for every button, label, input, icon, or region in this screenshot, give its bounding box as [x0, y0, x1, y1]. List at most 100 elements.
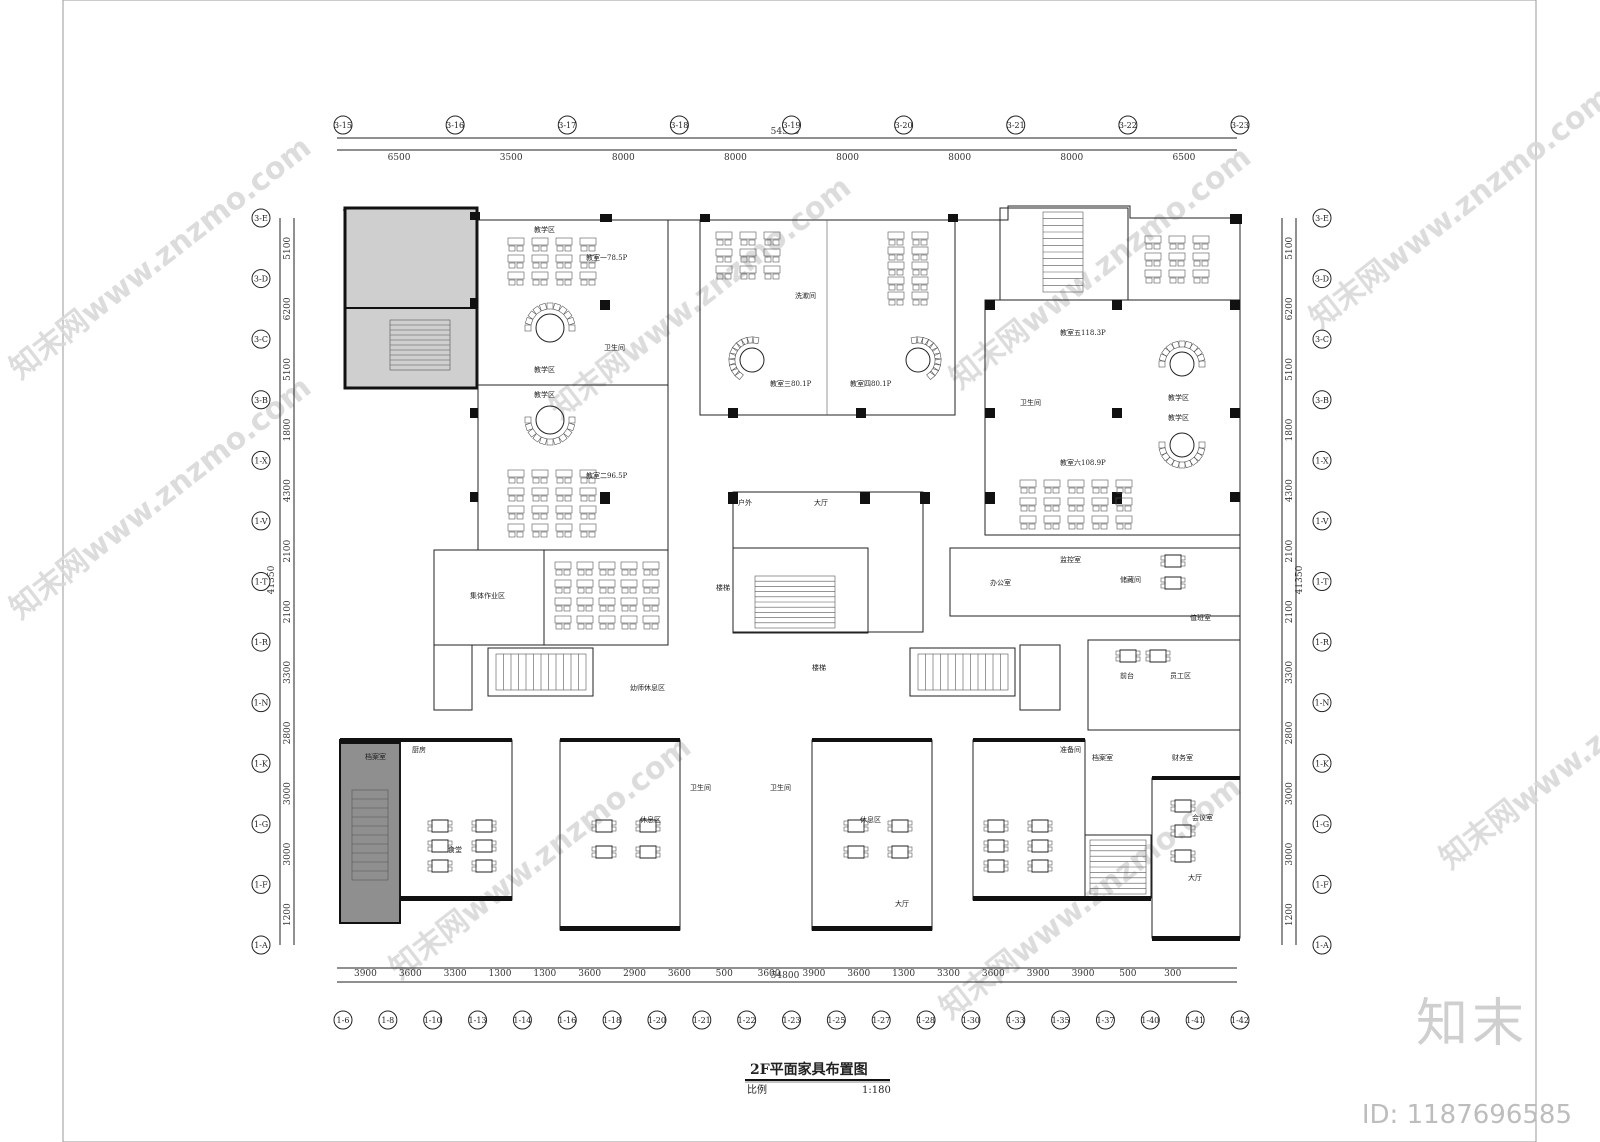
- chair: [635, 852, 641, 858]
- chair: [1116, 487, 1124, 494]
- axis-label: 1-22: [738, 1016, 756, 1025]
- axis-bubble: [692, 1010, 712, 1030]
- seat: [558, 433, 568, 443]
- axis-bubble: [251, 511, 271, 531]
- dining-table: [891, 819, 909, 833]
- chair: [1052, 505, 1060, 512]
- axis-bubble: [1312, 753, 1332, 773]
- chair: [591, 820, 597, 826]
- axis-label: 3-C: [1315, 335, 1329, 344]
- axis-bubble: [871, 1010, 891, 1030]
- chair: [532, 262, 540, 269]
- chair: [772, 239, 780, 246]
- axis-label: 1-X: [254, 456, 268, 465]
- chair: [599, 569, 607, 576]
- chair: [748, 256, 756, 263]
- axis-label: 3-18: [670, 121, 688, 130]
- desk: [579, 505, 597, 514]
- dining-table: [475, 819, 493, 833]
- chair: [540, 495, 548, 502]
- axis-bubble: [602, 1010, 622, 1030]
- axis-bubble: [378, 1010, 398, 1030]
- seat: [568, 324, 576, 332]
- axis-label: 1-K: [254, 759, 269, 768]
- round-table: [1169, 432, 1195, 458]
- chair: [983, 866, 989, 872]
- chair: [564, 513, 572, 520]
- seat: [1158, 447, 1168, 456]
- dimension-value: 6500: [388, 153, 411, 163]
- seat: [920, 336, 930, 346]
- room-label: 食堂: [448, 845, 462, 854]
- dimension-value: 1200: [1285, 903, 1295, 926]
- chair: [540, 477, 548, 484]
- chair: [983, 840, 989, 846]
- furniture-dining-tables: [427, 554, 1196, 873]
- chair: [591, 846, 597, 852]
- room-label: 准备间: [1060, 745, 1081, 754]
- dining-table: [1164, 576, 1182, 590]
- room-label: 前台: [1120, 671, 1134, 680]
- dimension-value: 5100: [283, 237, 293, 260]
- brand-logo: 知末: [1415, 994, 1528, 1054]
- axis-label: 1-A: [254, 941, 268, 950]
- axis-label: 1-X: [1315, 456, 1329, 465]
- axis-label: 3-E: [1315, 214, 1329, 223]
- desk: [507, 254, 525, 263]
- desk: [531, 469, 549, 478]
- axis-label: 1-16: [558, 1016, 576, 1025]
- stair-block-bottom-left: [339, 739, 401, 924]
- dimension-value: 8000: [948, 153, 971, 163]
- chair: [983, 846, 989, 852]
- seat: [539, 436, 548, 446]
- axis-bubble: [333, 1010, 353, 1030]
- seat: [568, 416, 576, 424]
- desk: [715, 265, 733, 274]
- drawing-title: 2F平面家具布置图: [750, 1061, 868, 1078]
- seat: [910, 336, 919, 345]
- axis-bubble: [1006, 115, 1026, 135]
- chair: [748, 239, 756, 246]
- seat: [1158, 360, 1166, 368]
- desk: [911, 231, 929, 240]
- dimension-value: 3900: [1027, 969, 1050, 979]
- axis-label: 3-16: [446, 121, 464, 130]
- dimension-value: 2100: [283, 600, 293, 623]
- chair: [635, 846, 641, 852]
- axis-bubble: [1006, 1010, 1026, 1030]
- axis-label: 1-41: [1186, 1016, 1204, 1025]
- chair: [843, 852, 849, 858]
- axis-bubble: [1230, 1010, 1250, 1030]
- dimension-value: 2100: [283, 539, 293, 562]
- chair: [1068, 523, 1076, 530]
- desk: [642, 615, 660, 624]
- seat: [527, 310, 537, 320]
- chair: [740, 239, 748, 246]
- chair: [556, 495, 564, 502]
- desk: [1192, 269, 1210, 278]
- axis-bubble: [782, 115, 801, 135]
- dining-table: [1174, 799, 1192, 813]
- seat: [1198, 441, 1206, 449]
- seat: [527, 428, 537, 438]
- desk: [1043, 497, 1061, 506]
- chair: [1092, 505, 1100, 512]
- room-label: 办公室: [990, 578, 1011, 587]
- dimension-value: 3900: [802, 969, 825, 979]
- dining-table: [639, 845, 657, 859]
- chair: [888, 299, 896, 306]
- chair: [1028, 487, 1036, 494]
- chair: [1169, 260, 1177, 267]
- axis-bubble: [251, 693, 271, 713]
- seat: [732, 342, 742, 352]
- dimension-value: 2100: [1285, 539, 1295, 562]
- seat: [524, 422, 534, 431]
- axis-bubble: [1312, 632, 1332, 652]
- dimension-value: 1200: [283, 903, 293, 926]
- chair: [643, 587, 651, 594]
- chair: [607, 623, 615, 630]
- chair: [1003, 840, 1009, 846]
- desk: [579, 271, 597, 280]
- chair: [591, 852, 597, 858]
